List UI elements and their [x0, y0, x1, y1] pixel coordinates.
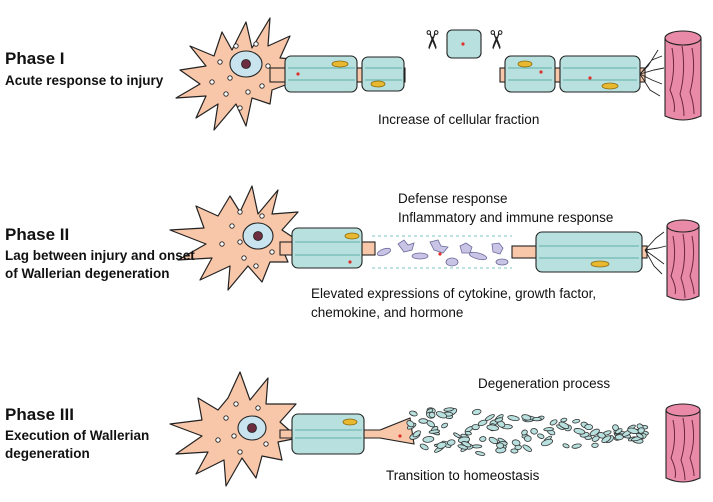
myelin-fragment: [558, 421, 570, 430]
myelin-fragment: [601, 435, 612, 443]
myelin-fragment: [614, 434, 624, 441]
myelin-fragment: [591, 442, 599, 448]
phase-note: Degeneration process: [478, 376, 610, 391]
myelin-fragments: [406, 407, 649, 456]
soma-granules: [219, 209, 275, 269]
myelin-fragment: [409, 410, 418, 417]
inflammation-zone: [372, 235, 512, 269]
myelin-sheath: [559, 55, 641, 93]
phase-1-illustration: ✂ ✂: [175, 17, 702, 131]
myelin-fragment: [573, 428, 586, 435]
nucleolus: [241, 59, 251, 69]
phase-subtitle: Execution of Wallerian: [5, 428, 149, 443]
myelin-fragment: [494, 417, 504, 423]
neuron-soma-icon: [169, 185, 301, 291]
myelin-fragment: [428, 429, 440, 434]
myelin-fragment: [562, 443, 570, 449]
phase-3-labels: Phase III Execution of Wallerian degener…: [5, 376, 610, 483]
myelin-fragment: [514, 444, 522, 451]
myelin-fragment: [511, 439, 521, 447]
neuron-soma-icon: [169, 371, 299, 487]
myelin-fragment: [537, 433, 545, 439]
myelin-sheath: [284, 55, 358, 93]
phase-subtitle: Lag between injury and onset: [5, 248, 195, 263]
myelin-fragment: [540, 438, 554, 447]
myelin-fragment: [560, 417, 568, 423]
immune-cells-debris: [376, 239, 509, 267]
phase-1-labels: Phase I Acute response to injury Increas…: [5, 49, 539, 127]
myelin-fragment: [532, 416, 542, 422]
phase-3-illustration: [169, 371, 701, 487]
phase-subtitle: Acute response to injury: [5, 73, 164, 88]
schwann-nucleus: [370, 80, 386, 88]
myelin-fragment: [471, 444, 483, 449]
phase-note: Elevated expressions of cytokine, growth…: [311, 286, 596, 301]
myelin-fragment: [418, 418, 429, 424]
myelin-fragment: [510, 448, 519, 454]
myelin-fragment: [507, 415, 520, 422]
phase-note: chemokine, and hormone: [311, 305, 463, 320]
myelin-fragment: [521, 414, 532, 421]
myelin-fragment: [597, 432, 606, 439]
muscle-fiber-icon: [666, 221, 700, 301]
myelin-fragment: [479, 436, 487, 442]
myelin-fragment: [488, 436, 499, 445]
schwann-nucleus: [331, 60, 349, 68]
myelin-fragment: [524, 435, 532, 442]
myelin-fragment: [522, 444, 532, 452]
myelin-fragment: [637, 427, 645, 434]
phase-note: Defense response: [398, 191, 508, 206]
nerve-terminals: [639, 49, 665, 97]
myelin-fragment: [589, 428, 600, 437]
myelin-fragment: [464, 431, 472, 436]
myelin-fragment: [436, 441, 447, 449]
phase-note: Transition to homeostasis: [386, 468, 540, 483]
scissors-icon: ✂: [416, 29, 446, 51]
myelin-fragment: [446, 439, 456, 446]
myelin-fragment: [471, 424, 480, 431]
myelin-fragment: [422, 436, 435, 443]
myelin-sheath: [504, 55, 556, 93]
myelin-fragment: [477, 419, 488, 427]
muscle-fiber-icon: [665, 405, 701, 483]
soma-granules: [215, 401, 269, 455]
myelin-fragment: [543, 427, 554, 432]
phase-subtitle: of Wallerian degeneration: [5, 266, 170, 281]
myelin-fragment: [584, 423, 594, 431]
phase-2-illustration: [169, 185, 700, 301]
phase-title: Phase III: [5, 405, 74, 424]
myelin-fragment: [521, 429, 528, 436]
myelin-fragment: [419, 443, 429, 451]
myelin-fragment: [475, 451, 486, 456]
myelin-fragment: [441, 422, 449, 429]
myelin-fragment: [443, 407, 454, 412]
myelin-fragment: [486, 424, 499, 431]
myelin-fragment: [453, 432, 461, 439]
myelin-fragment: [612, 424, 619, 431]
myelin-fragment: [484, 414, 495, 421]
myelin-fragment: [412, 430, 421, 438]
myelin-fragment: [406, 420, 415, 428]
phase-title: Phase II: [5, 225, 69, 244]
myelin-fragment: [549, 419, 558, 426]
myelin-fragment: [461, 441, 472, 448]
phase-note: Increase of cellular fraction: [378, 112, 539, 127]
myelin-fragment: [571, 443, 582, 449]
myelin-fragment: [572, 418, 581, 424]
myelin-fragment: [428, 411, 436, 418]
myelin-fragment: [471, 408, 482, 416]
phase-subtitle: degeneration: [5, 446, 90, 461]
myelin-fragment: [496, 442, 504, 449]
scissors-icon: ✂: [480, 29, 510, 51]
phase-note: Inflammatory and immune response: [398, 210, 613, 225]
myelin-sheath: [291, 227, 363, 269]
phase-title: Phase I: [5, 49, 65, 68]
myelin-sheath: [535, 231, 643, 273]
myelin-fragment: [435, 411, 448, 419]
soma-granules: [209, 41, 271, 111]
phase-2-labels: Phase II Lag between injury and onset of…: [5, 191, 613, 320]
myelin-fragment: [530, 428, 538, 435]
